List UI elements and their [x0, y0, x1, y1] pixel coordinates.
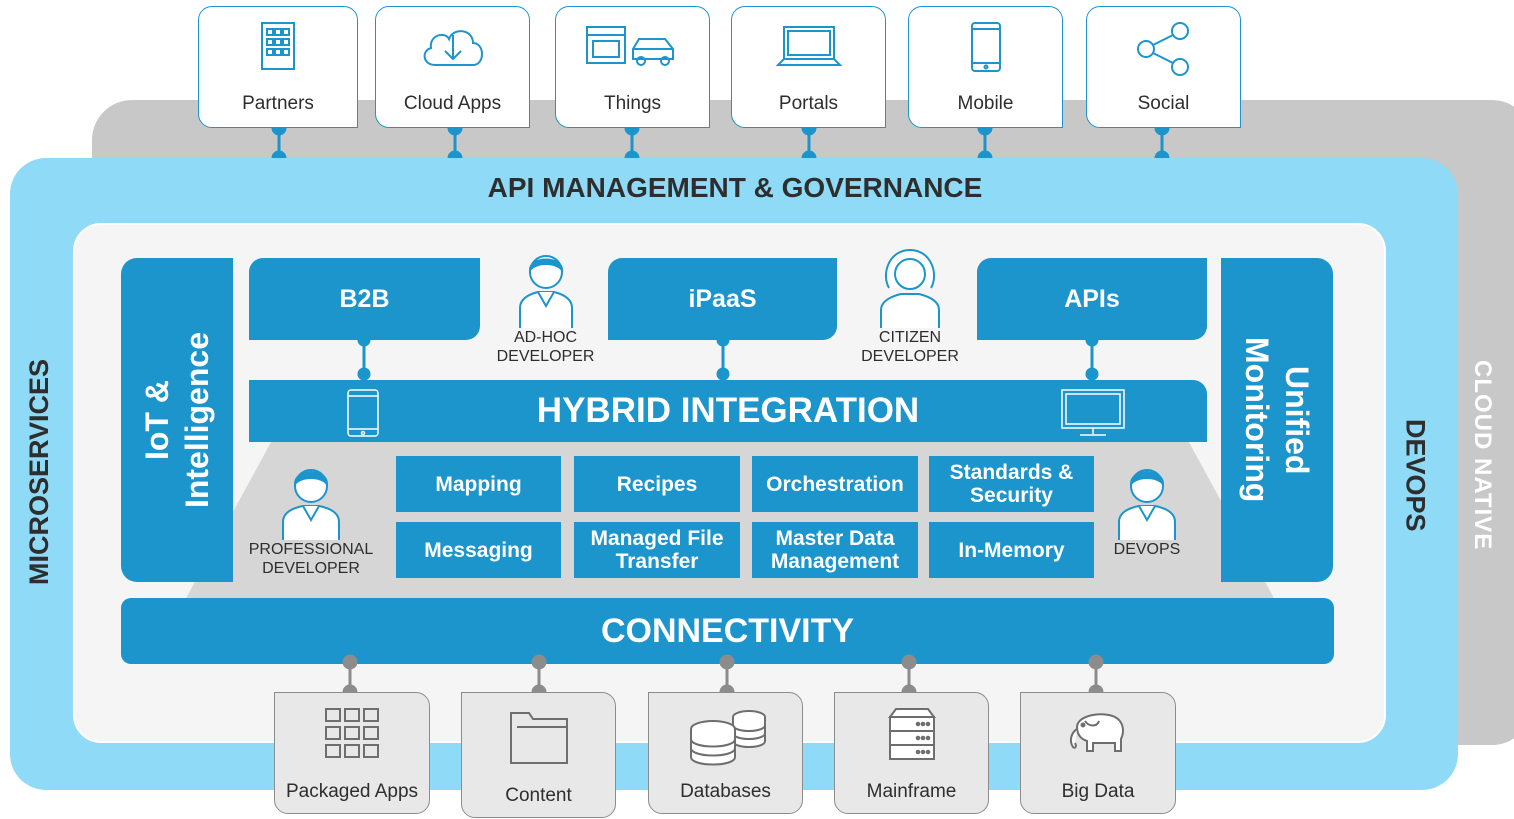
channel-card-social: Social [1086, 6, 1241, 128]
developer-female-icon [880, 248, 940, 328]
oven-car-icon [585, 26, 674, 66]
source-label: Big Data [1061, 781, 1135, 802]
laptop-icon [775, 26, 842, 66]
devops-persona-label: DEVOPS [1113, 541, 1181, 558]
devops-persona: DEVOPS [1102, 456, 1192, 559]
professional-label-line1: PROFESSIONAL [248, 541, 374, 558]
capability-orchestration: Orchestration [752, 456, 918, 512]
source-label: Content [505, 785, 572, 806]
building-icon [261, 22, 295, 70]
professional-developer: PROFESSIONAL DEVELOPER [236, 456, 386, 578]
elephant-icon [1069, 713, 1124, 752]
adhoc-developer: AD-HOC DEVELOPER [488, 244, 603, 366]
developer-male-icon [282, 469, 340, 540]
source-card-big-data: Big Data [1020, 692, 1176, 814]
capability-in-memory: In-Memory [929, 522, 1094, 578]
adhoc-label-line2: DEVELOPER [496, 348, 595, 365]
monitoring-label-line1: Unified [1279, 365, 1315, 475]
monitor-icon [1061, 389, 1125, 436]
grid-apps-icon [325, 708, 379, 758]
channel-card-portals: Portals [731, 6, 886, 128]
channel-card-partners: Partners [198, 6, 358, 128]
monitoring-label-line2: Monitoring [1239, 337, 1275, 503]
hybrid-integration-bar: HYBRID INTEGRATION [249, 380, 1207, 442]
api-management-title: API MANAGEMENT & GOVERNANCE [487, 172, 983, 203]
share-icon [1136, 22, 1189, 76]
channel-label: Social [1137, 93, 1190, 114]
professional-label-line2: DEVELOPER [262, 560, 360, 577]
channel-card-cloud-apps: Cloud Apps [375, 6, 530, 128]
source-card-content: Content [461, 692, 616, 818]
channel-label: Things [603, 93, 662, 114]
b2b-tab: B2B [249, 258, 480, 340]
mobile-phone-icon [970, 22, 1001, 72]
citizen-label-line1: CITIZEN [878, 329, 942, 346]
capability-mapping: Mapping [396, 456, 561, 512]
devops-label: DEVOPS [1400, 418, 1431, 532]
developer-male-icon [1118, 469, 1176, 540]
mobile-phone-icon [347, 389, 379, 437]
channel-label: Partners [242, 93, 314, 114]
server-icon [887, 708, 936, 760]
apis-tab: APIs [977, 258, 1207, 340]
capability-messaging: Messaging [396, 522, 561, 578]
source-label: Databases [680, 781, 771, 802]
channel-card-things: Things [555, 6, 710, 128]
connectivity-bar: CONNECTIVITY [121, 598, 1334, 664]
capability-recipes: Recipes [574, 456, 740, 512]
developer-male-icon [518, 255, 573, 328]
adhoc-label-line1: AD-HOC [513, 329, 578, 346]
ipaas-tab: iPaaS [608, 258, 837, 340]
citizen-label-line2: DEVELOPER [861, 348, 959, 365]
source-card-mainframe: Mainframe [834, 692, 989, 814]
channel-label: Portals [778, 93, 839, 114]
database-icon [689, 710, 766, 766]
cloud-native-label: CLOUD NATIVE [1469, 359, 1496, 551]
capability-standards-security: Standards &Security [929, 456, 1094, 512]
cloud-download-icon [423, 30, 483, 66]
iot-intelligence-column: IoT &Intelligence [121, 258, 233, 582]
channel-card-mobile: Mobile [908, 6, 1063, 128]
channel-label: Cloud Apps [403, 93, 502, 114]
channel-label: Mobile [957, 93, 1014, 114]
source-card-packaged-apps: Packaged Apps [274, 692, 430, 814]
source-label: Mainframe [866, 781, 957, 802]
folder-icon [509, 712, 568, 764]
source-card-databases: Databases [648, 692, 803, 814]
source-label: Packaged Apps [285, 781, 419, 802]
citizen-developer: CITIZEN DEVELOPER [850, 244, 970, 366]
